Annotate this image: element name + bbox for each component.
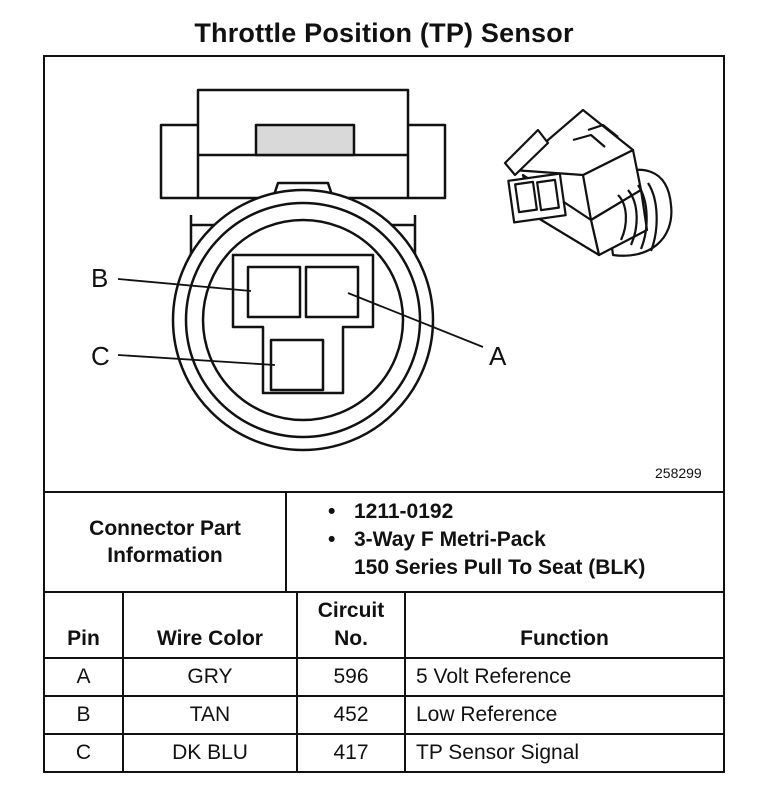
row-a-pin: A [76, 665, 91, 688]
row-c-function: TP Sensor Signal [416, 741, 580, 764]
terminal-b [246, 265, 302, 319]
table-border [285, 491, 287, 593]
connector-info-list: • 1211-0192 • 3-Way F Metri-Pack 150 Ser… [328, 498, 645, 582]
terminal-c [269, 338, 325, 392]
connector-info-heading: Connector Part Information [45, 493, 285, 591]
bullet-glyph: • [328, 528, 336, 551]
leader-line-b [117, 278, 252, 292]
connector-housing [159, 88, 447, 255]
connector-perspective-view [503, 108, 673, 257]
table-top-border [43, 491, 725, 493]
header-wire-color: Wire Color [157, 627, 263, 650]
row-b-circuit: 452 [333, 703, 369, 726]
diagram-frame [43, 55, 725, 773]
connector-illustration: B C A [91, 88, 673, 452]
connector-description-line1: 3-Way F Metri-Pack [354, 528, 546, 551]
table-border [43, 591, 725, 593]
pin-label-b: B [91, 263, 108, 293]
row-b-wire-color: TAN [189, 703, 231, 726]
row-c-pin: C [75, 741, 92, 764]
connector-info-heading-line1: Connector Part [89, 517, 241, 540]
row-c-circuit: 417 [333, 741, 369, 764]
part-number: 1211-0192 [354, 500, 454, 523]
header-circuit-line1: Circuit [317, 599, 385, 622]
row-a-function: 5 Volt Reference [416, 665, 572, 688]
diagram-title: Throttle Position (TP) Sensor [194, 18, 574, 48]
table-border [404, 591, 406, 773]
table-border [43, 733, 725, 735]
table-border [122, 591, 124, 773]
pin-label-c: C [91, 341, 110, 371]
list-item: • 1211-0192 [328, 498, 645, 526]
leader-line-c [117, 354, 276, 366]
connector-info-heading-line2: Information [107, 544, 223, 567]
connector-ring [171, 188, 435, 452]
terminal-cavity [231, 253, 375, 395]
row-a-wire-color: GRY [187, 665, 233, 688]
row-c-wire-color: DK BLU [172, 741, 248, 764]
terminal-a [304, 265, 360, 319]
list-item: • 3-Way F Metri-Pack [328, 526, 645, 554]
table-border [43, 657, 725, 659]
table-border [296, 591, 298, 773]
header-circuit-line2: No. [334, 627, 368, 650]
table-border [43, 695, 725, 697]
header-function: Function [520, 627, 609, 650]
row-b-function: Low Reference [416, 703, 558, 726]
leader-line-a [347, 292, 484, 348]
row-b-pin: B [76, 703, 91, 726]
row-a-circuit: 596 [333, 665, 369, 688]
connector-description-line2: 150 Series Pull To Seat (BLK) [354, 556, 646, 579]
header-pin: Pin [67, 627, 100, 650]
list-item: 150 Series Pull To Seat (BLK) [328, 554, 645, 582]
pin-label-a: A [489, 341, 507, 371]
figure-number: 258299 [655, 465, 702, 481]
bullet-glyph: • [328, 500, 336, 523]
